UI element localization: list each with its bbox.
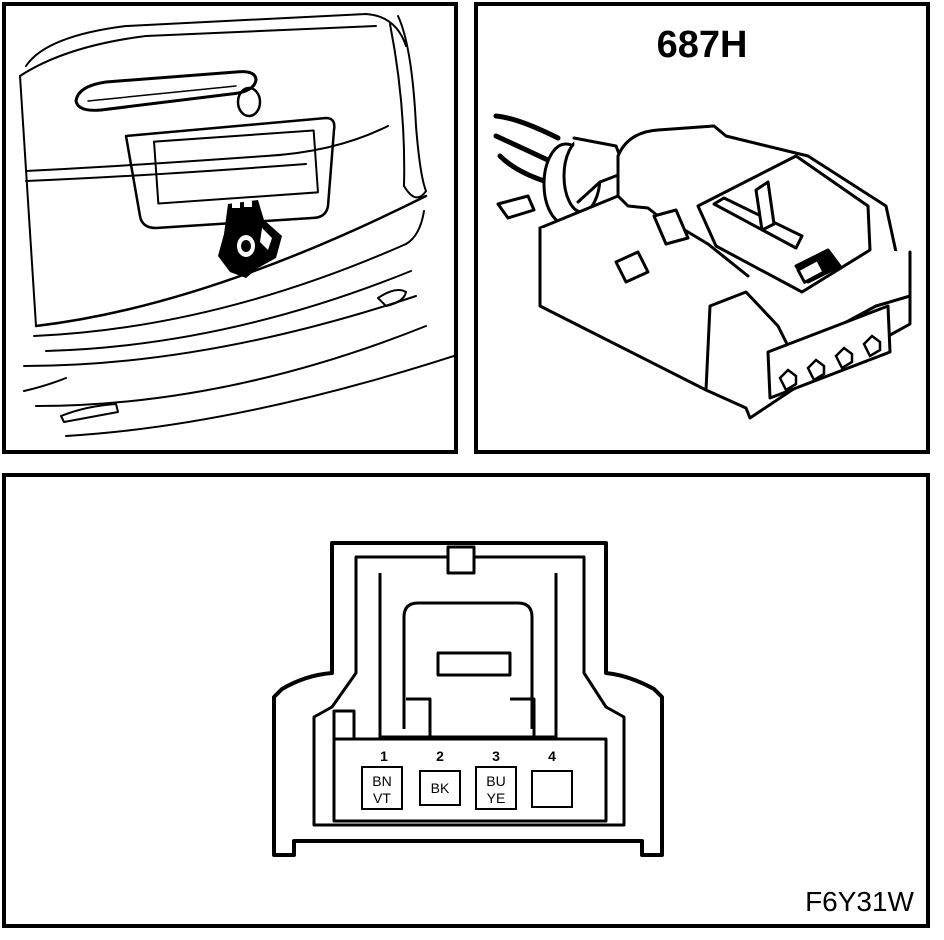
connector-3d-illustration	[493, 113, 912, 420]
pin-1: 1 BN VT	[361, 748, 403, 810]
pin-number: 2	[436, 748, 444, 764]
connector-id: 687H	[656, 24, 748, 66]
connector-location-marker	[218, 200, 282, 278]
connector-face-view: 1 BN VT 2 BK 3 BU YE 4 F6Y31W	[2, 473, 930, 928]
pin-wire-color: VT	[373, 790, 391, 806]
connector-3d-view: 687H	[474, 2, 930, 454]
pin-wire-color: BN	[372, 773, 391, 789]
pin-number: 1	[380, 748, 388, 764]
pin-2: 2 BK	[419, 748, 461, 806]
pin-wire-color: BU	[486, 773, 505, 789]
pin-wire-color: YE	[487, 790, 506, 806]
pin-wire-color: BK	[431, 780, 450, 796]
vehicle-rear-illustration	[19, 13, 454, 437]
figure-code: F6Y31W	[805, 886, 914, 917]
connector-face-diagram: 1 BN VT 2 BK 3 BU YE 4	[272, 541, 664, 857]
pin-number: 3	[492, 748, 500, 764]
pin-3: 3 BU YE	[475, 748, 517, 810]
vehicle-location-view	[2, 2, 458, 454]
pin-number: 4	[548, 748, 556, 764]
pin-4: 4	[531, 748, 573, 808]
